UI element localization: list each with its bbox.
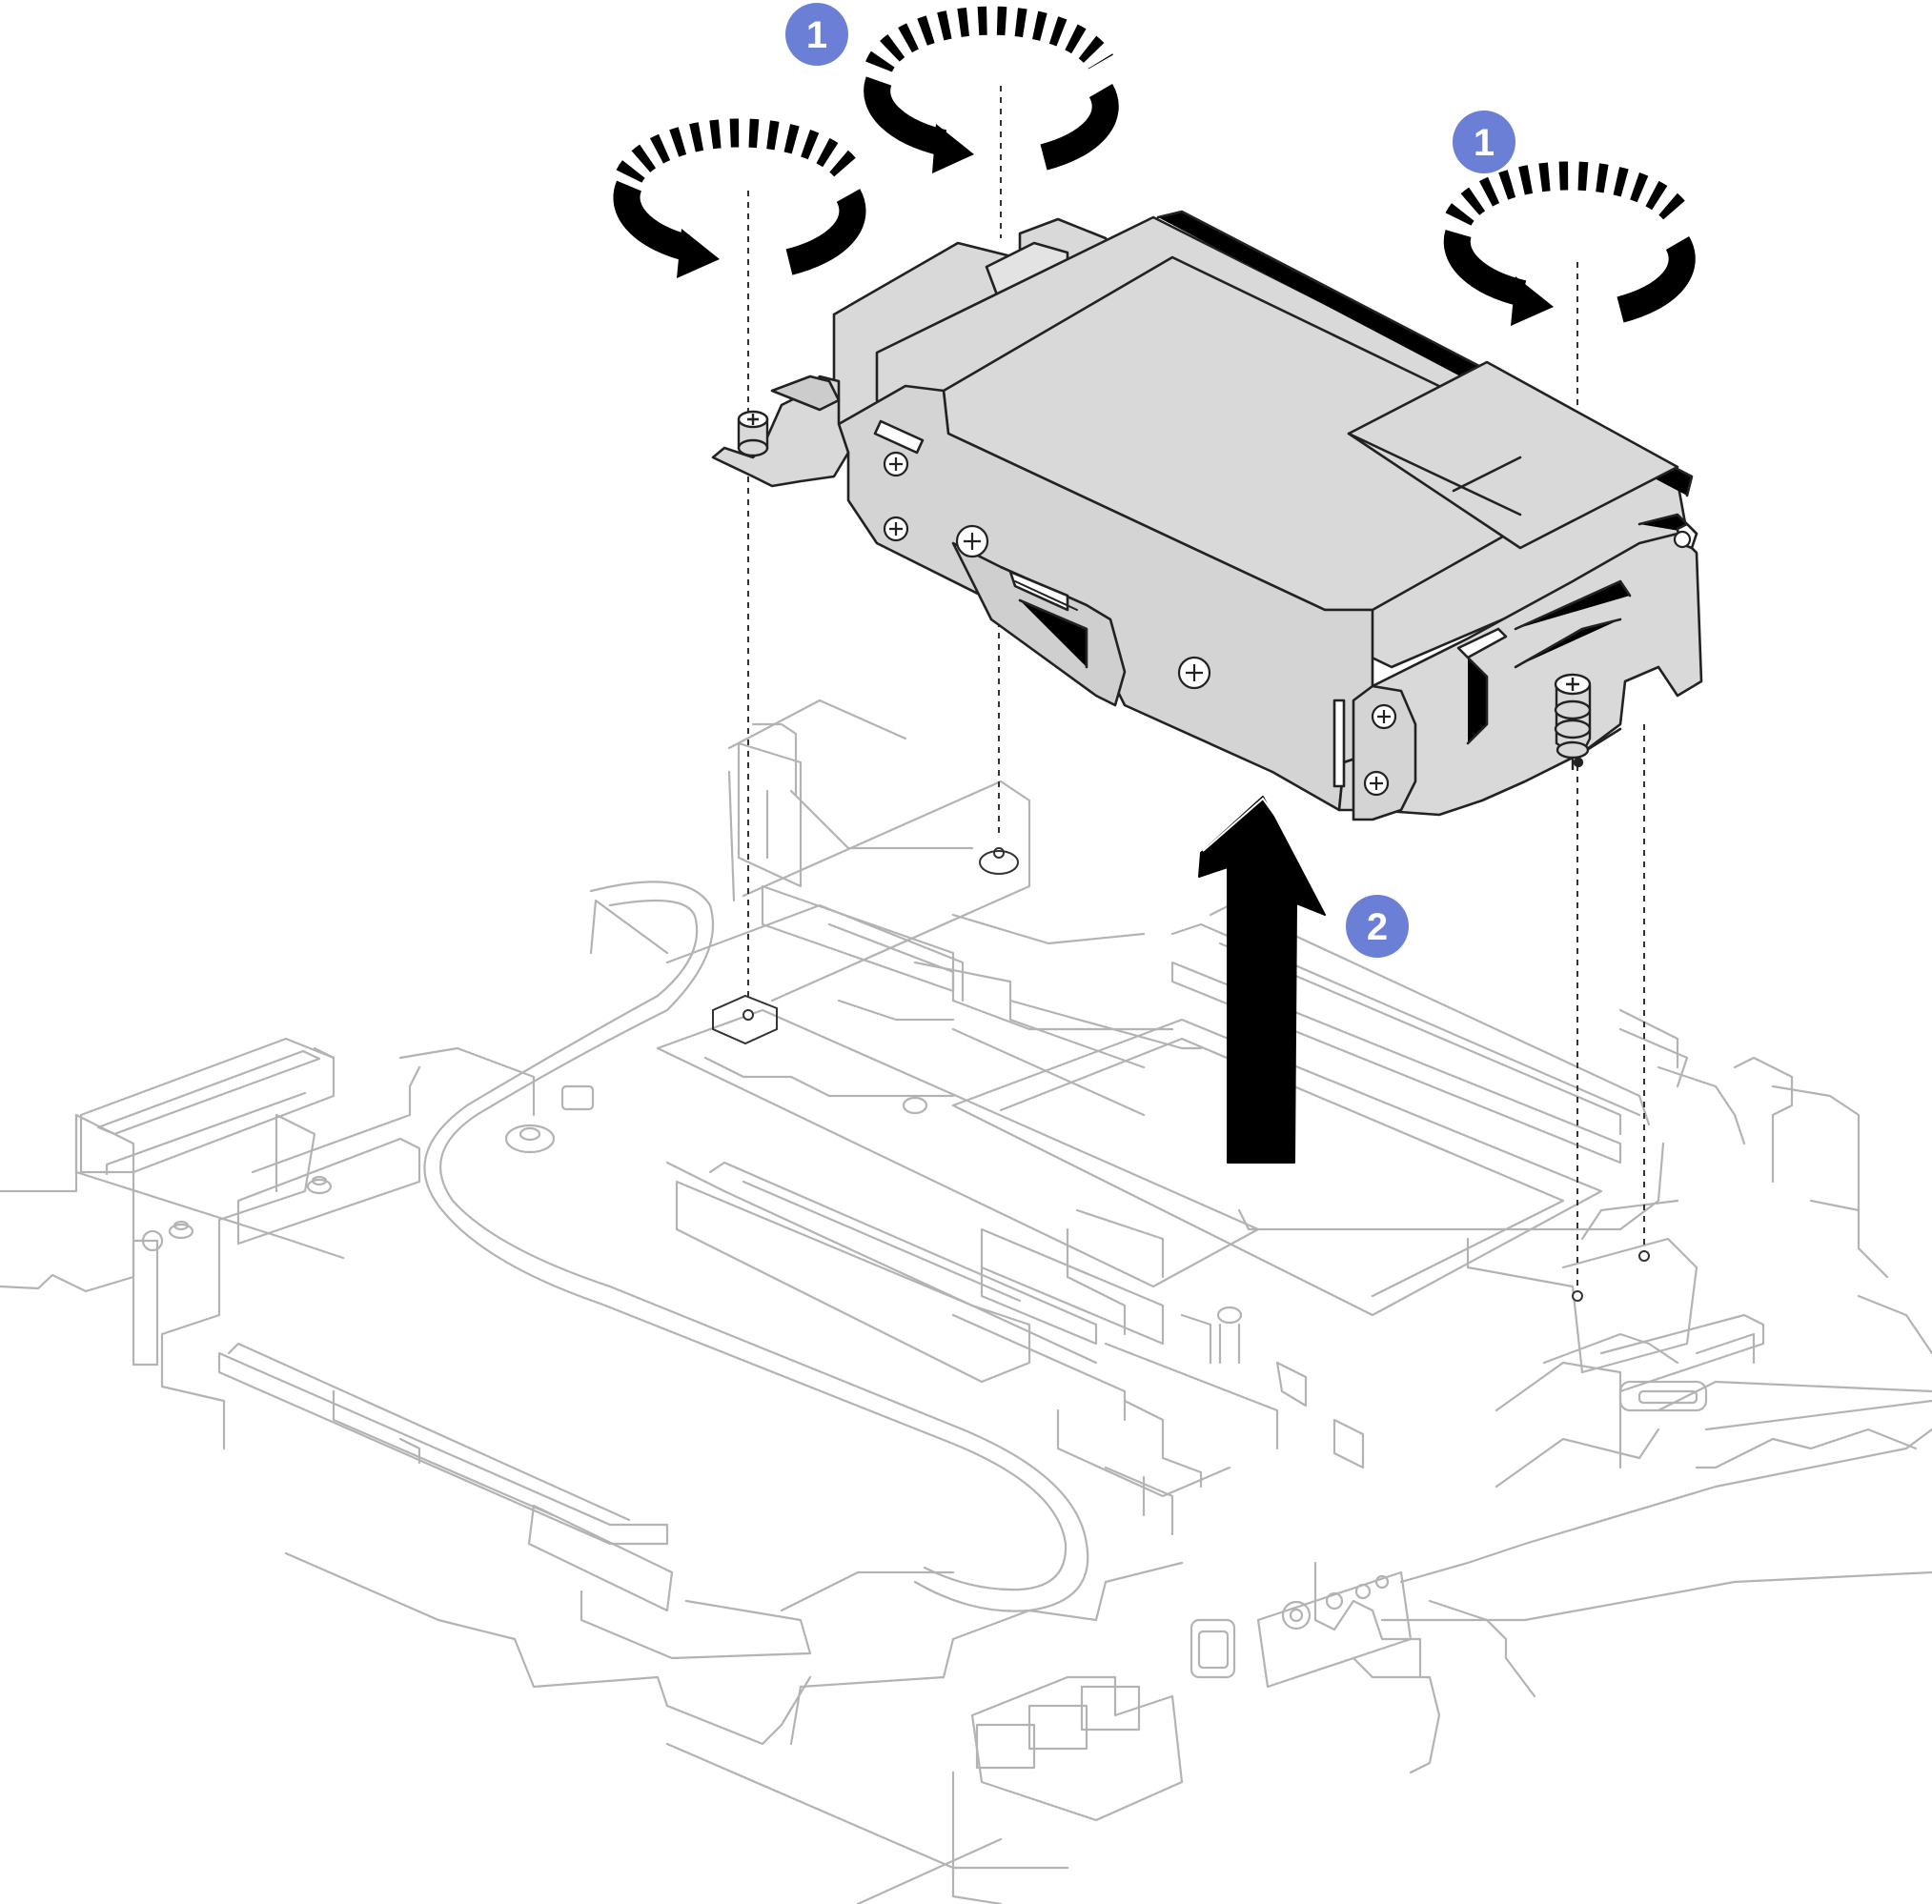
screw-icon xyxy=(883,516,909,542)
standoff-holes xyxy=(712,847,1650,1302)
cover-screws xyxy=(883,451,1692,797)
arrow-up-icon xyxy=(1198,796,1326,1164)
screw-icon xyxy=(1371,703,1397,730)
screw-icon xyxy=(955,524,989,558)
step-callout-2: 2 xyxy=(1346,895,1409,958)
step-number: 1 xyxy=(806,14,827,56)
step-callout-1-right: 1 xyxy=(1453,111,1515,173)
rotate-clockwise-icon-right xyxy=(1443,161,1696,326)
step-number: 1 xyxy=(1474,122,1495,164)
step-callout-1-left: 1 xyxy=(785,3,848,66)
rotate-clockwise-icon-middle xyxy=(864,6,1119,173)
captive-screw-left xyxy=(737,410,769,457)
screw-icon xyxy=(1363,770,1390,797)
rotate-clockwise-icon-left xyxy=(613,118,866,278)
captive-screw-right xyxy=(1554,673,1592,770)
screw-icon xyxy=(1673,530,1692,549)
step-number: 2 xyxy=(1367,906,1388,948)
screw-icon xyxy=(1177,656,1211,690)
node-tray-outline xyxy=(0,699,1932,1904)
screw-icon xyxy=(883,451,909,477)
drive-cage-assembly xyxy=(711,210,1703,821)
